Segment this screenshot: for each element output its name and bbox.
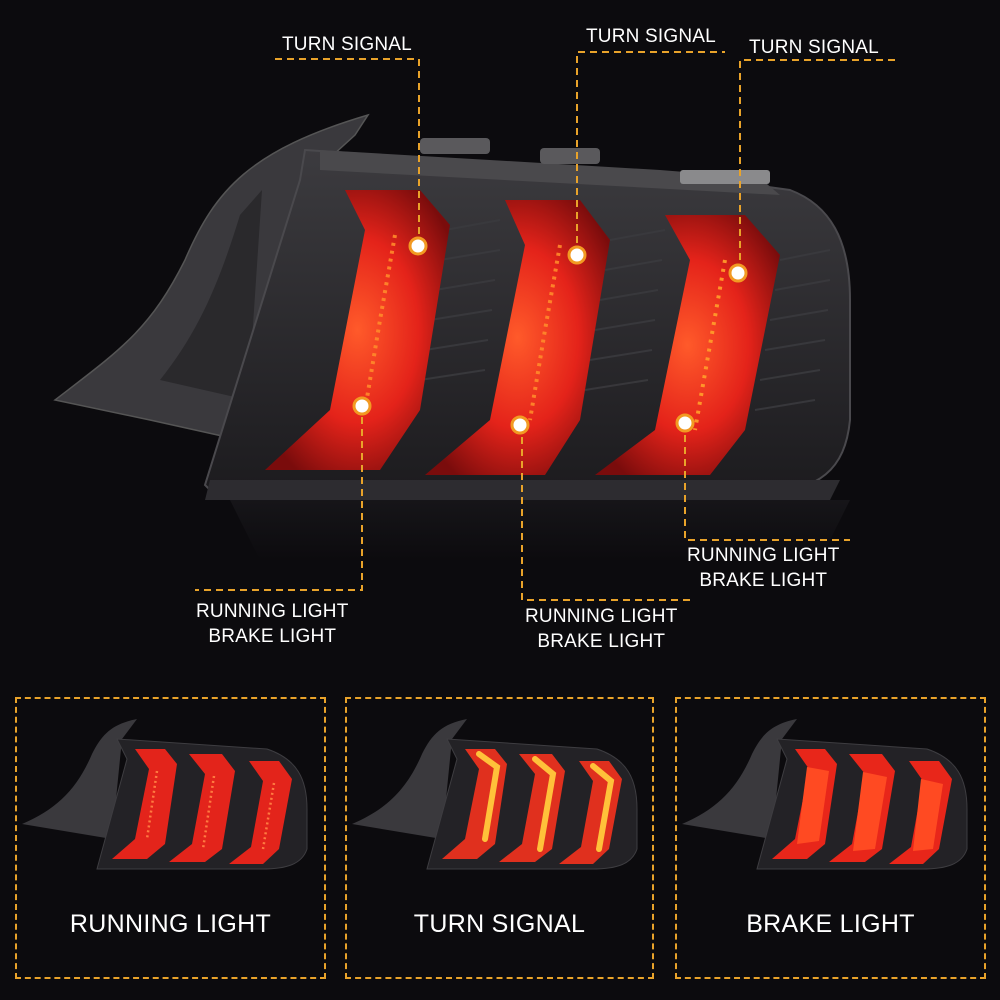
callout-turn-signal-2: TURN SIGNAL (586, 26, 716, 47)
callout-brake-light-2: BRAKE LIGHT (537, 631, 666, 652)
panel-brake-light: BRAKE LIGHT (675, 697, 986, 979)
panel-turn-signal: TURN SIGNAL (345, 697, 654, 979)
main-tail-light-image (53, 51, 895, 601)
light-bar-1 (265, 190, 450, 470)
dot-turn-2 (567, 245, 587, 265)
panel-title-running-light: RUNNING LIGHT (69, 910, 272, 938)
panel-title-brake-light: BRAKE LIGHT (746, 910, 915, 938)
callout-brake-light-1: BRAKE LIGHT (208, 626, 337, 647)
light-bar-2 (425, 200, 610, 475)
tail-light-running-image (22, 719, 308, 870)
callout-running-brake-3: RUNNING LIGHT BRAKE LIGHT (687, 543, 840, 593)
callout-running-light-3: RUNNING LIGHT (687, 545, 840, 566)
dot-turn-1 (408, 236, 428, 256)
tail-light-turn-image (352, 719, 638, 870)
callout-turn-signal-3: TURN SIGNAL (749, 37, 879, 58)
callout-running-brake-1: RUNNING LIGHT BRAKE LIGHT (196, 599, 349, 649)
dot-run-1 (352, 396, 372, 416)
panel-title-turn-signal: TURN SIGNAL (413, 910, 586, 938)
callout-brake-light-3: BRAKE LIGHT (699, 570, 828, 591)
callout-running-brake-2: RUNNING LIGHT BRAKE LIGHT (525, 604, 678, 654)
callout-running-light-2: RUNNING LIGHT (525, 606, 678, 627)
callout-dots (352, 236, 748, 435)
dot-run-2 (510, 415, 530, 435)
dot-turn-3 (728, 263, 748, 283)
callout-lines (195, 51, 895, 601)
callout-running-light-1: RUNNING LIGHT (196, 601, 349, 622)
panel-running-light: RUNNING LIGHT (15, 697, 326, 979)
fender-flap (53, 113, 370, 441)
callout-turn-signal-1: TURN SIGNAL (282, 34, 412, 55)
dot-run-3 (675, 413, 695, 433)
tail-light-brake-image (682, 719, 968, 870)
